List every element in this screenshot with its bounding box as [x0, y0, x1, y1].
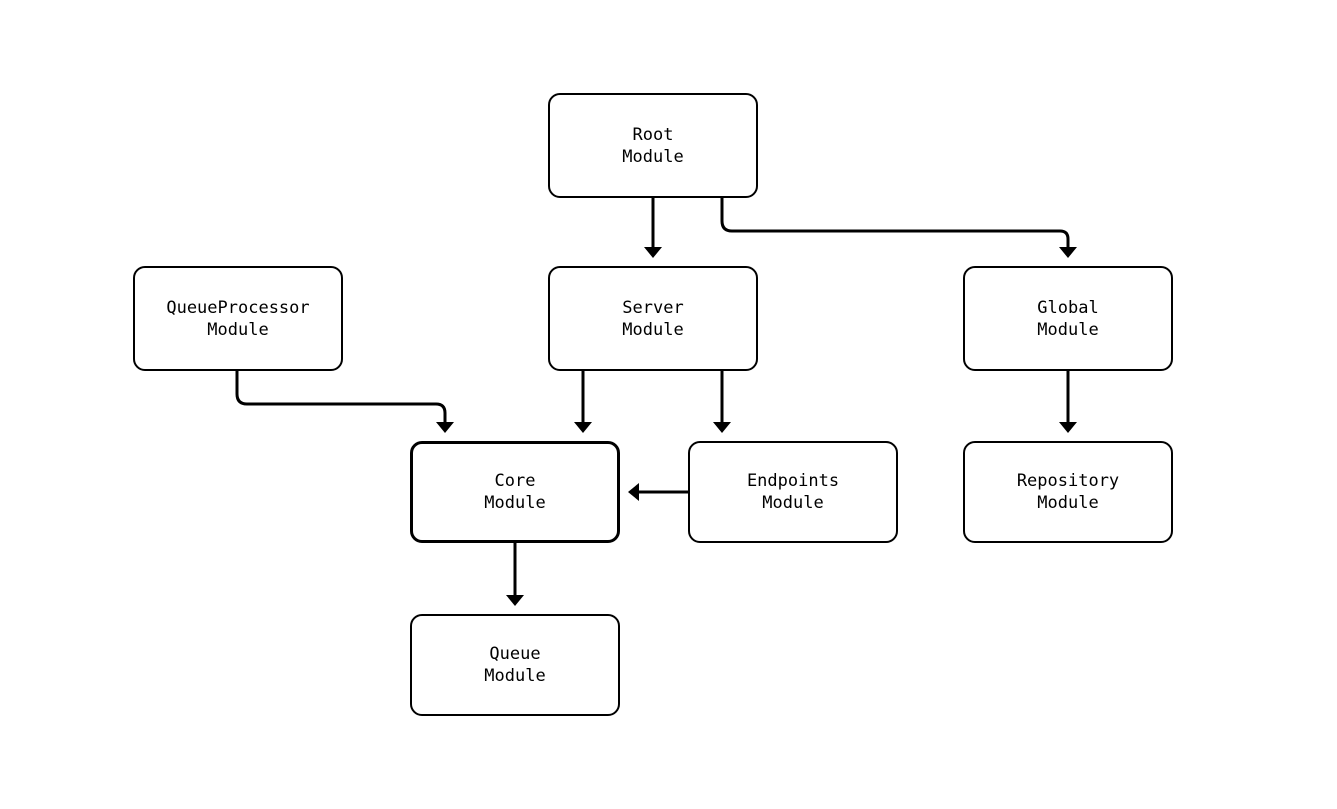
- node-label-primary: Endpoints: [746, 471, 840, 491]
- node-label-primary: Global: [1037, 297, 1099, 318]
- arrowhead-icon: [644, 247, 662, 258]
- node-label-primary: Queue: [489, 644, 541, 664]
- node-label-primary: Root: [632, 124, 674, 145]
- edge-endpoints-to-core: [628, 483, 688, 501]
- edge-queueprocessor-to-core: [235, 371, 454, 433]
- edge-server-to-core: [574, 371, 592, 433]
- arrowhead-icon: [713, 422, 731, 433]
- node-label-secondary: Module: [622, 319, 684, 340]
- node-label-primary: Core: [494, 471, 536, 491]
- edge-root-to-server: [644, 198, 662, 258]
- edge-line: [720, 198, 1070, 247]
- edge-global-to-repository: [1059, 371, 1077, 433]
- node-label-secondary: Module: [1037, 319, 1099, 340]
- node-label-secondary: Module: [207, 319, 269, 340]
- edge-core-to-queue: [506, 543, 524, 606]
- node-label-primary: Repository: [1016, 471, 1120, 491]
- node-label-secondary: Module: [622, 146, 684, 167]
- arrowhead-icon: [436, 422, 454, 433]
- edge-line: [235, 371, 447, 422]
- node-label-secondary: Module: [1037, 493, 1099, 513]
- node-label-primary: QueueProcessor: [166, 297, 310, 318]
- arrowhead-icon: [1059, 247, 1077, 258]
- edge-root-to-global: [720, 198, 1077, 258]
- edge-server-to-endpoints: [713, 371, 731, 433]
- arrowhead-icon: [574, 422, 592, 433]
- node-label-primary: Server: [622, 297, 684, 318]
- arrowhead-icon: [1059, 422, 1077, 433]
- arrowhead-icon: [506, 595, 524, 606]
- node-label-secondary: Module: [762, 493, 824, 513]
- node-label-secondary: Module: [484, 666, 546, 686]
- arrowhead-icon: [628, 483, 639, 501]
- node-label-secondary: Module: [484, 493, 546, 513]
